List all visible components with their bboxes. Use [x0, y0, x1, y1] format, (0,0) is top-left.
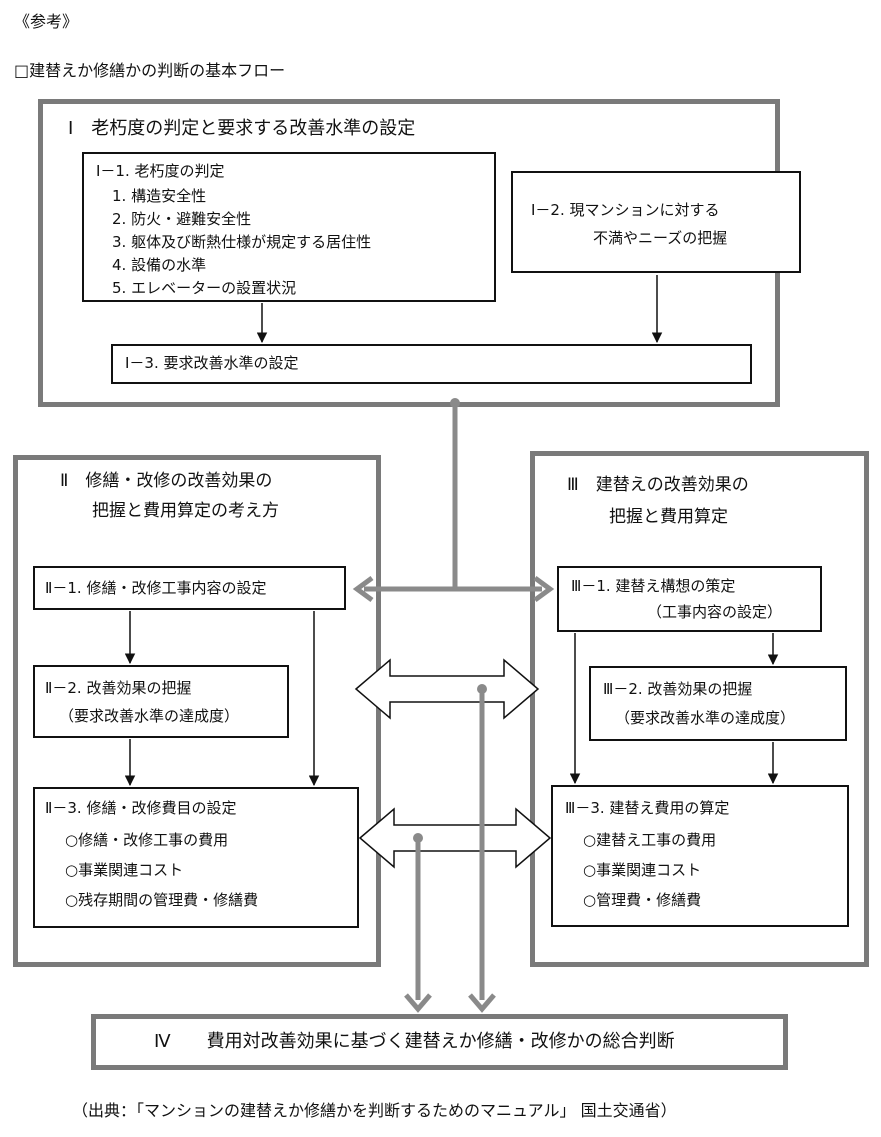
double-arrow-top-right-head	[533, 575, 555, 603]
box-2-3-item: ○修繕・改修工事の費用	[65, 831, 229, 849]
box-3-2-line1: Ⅲ－2. 改善効果の把握	[603, 680, 753, 698]
section-4-label: Ⅳ 費用対改善効果に基づく建替えか修繕・改修かの総合判断	[154, 1031, 675, 1052]
section-1-title: Ⅰ 老朽度の判定と要求する改善水準の設定	[68, 118, 416, 139]
box-1-2: Ⅰ－2. 現マンションに対する 不満やニーズの把握	[511, 171, 801, 273]
box-3-3: Ⅲ－3. 建替え費用の算定 ○建替え工事の費用 ○事業関連コスト ○管理費・修繕…	[551, 785, 849, 927]
box-1-1-title: Ⅰ－1. 老朽度の判定	[96, 162, 225, 180]
connector-3-head	[468, 993, 496, 1013]
section-2-frame	[13, 455, 381, 967]
box-3-1: Ⅲ－1. 建替え構想の策定 （工事内容の設定）	[557, 566, 822, 632]
section-3-title-line2: 把握と費用算定	[609, 507, 728, 527]
box-3-3-item: ○事業関連コスト	[583, 861, 702, 879]
box-2-3-item: ○事業関連コスト	[65, 861, 184, 879]
box-1-1-item: 2. 防火・避難安全性	[112, 210, 252, 228]
box-2-3-item: ○残存期間の管理費・修繕費	[65, 891, 259, 909]
section-2-title-line2: 把握と費用算定の考え方	[92, 501, 279, 521]
box-3-3-item: ○管理費・修繕費	[583, 891, 702, 909]
box-1-3-label: Ⅰ－3. 要求改善水準の設定	[125, 354, 299, 372]
box-1-3: Ⅰ－3. 要求改善水準の設定	[111, 344, 752, 384]
box-3-2: Ⅲ－2. 改善効果の把握 （要求改善水準の達成度）	[589, 666, 847, 741]
box-2-2: Ⅱ－2. 改善効果の把握 （要求改善水準の達成度）	[33, 665, 289, 738]
hollow-double-arrow-middle	[354, 658, 540, 720]
box-3-3-item: ○建替え工事の費用	[583, 831, 717, 849]
box-3-2-line2: （要求改善水準の達成度）	[615, 709, 796, 727]
source-citation: （出典：「マンションの建替えか修繕かを判断するためのマニュアル」 国土交通省）	[72, 1101, 677, 1120]
reference-label: 《参考》	[14, 12, 79, 31]
box-3-3-title: Ⅲ－3. 建替え費用の算定	[565, 799, 730, 817]
connector-3-dot	[477, 684, 487, 694]
box-2-3-title: Ⅱ－3. 修繕・改修費目の設定	[45, 799, 237, 817]
section-2-title-line1: Ⅱ 修繕・改修の改善効果の	[60, 471, 273, 491]
double-arrow-top-left-head	[352, 575, 374, 603]
box-1-1-item: 1. 構造安全性	[112, 187, 207, 205]
box-1-1-item: 4. 設備の水準	[112, 256, 207, 274]
box-1-1-item: 5. エレベーターの設置状況	[112, 279, 297, 297]
section-3-frame	[530, 451, 869, 967]
connector-dot	[450, 398, 460, 408]
box-2-1: Ⅱ－1. 修繕・改修工事内容の設定	[33, 566, 346, 610]
connector-2-dot	[413, 833, 423, 843]
connector-2-head	[404, 993, 432, 1013]
box-2-1-label: Ⅱ－1. 修繕・改修工事内容の設定	[45, 579, 267, 597]
box-3-1-line2: （工事内容の設定）	[647, 603, 783, 621]
box-1-2-line1: Ⅰ－2. 現マンションに対する	[531, 201, 720, 219]
box-2-2-line1: Ⅱ－2. 改善効果の把握	[45, 679, 192, 697]
box-1-2-line2: 不満やニーズの把握	[593, 229, 728, 247]
box-1-1-item: 3. 躯体及び断熱仕様が規定する居住性	[112, 233, 372, 251]
section-3-title-line1: Ⅲ 建替えの改善効果の	[567, 475, 749, 495]
box-2-3: Ⅱ－3. 修繕・改修費目の設定 ○修繕・改修工事の費用 ○事業関連コスト ○残存…	[33, 787, 359, 928]
box-2-2-line2: （要求改善水準の達成度）	[59, 707, 240, 725]
page-title: □建替えか修繕かの判断の基本フロー	[14, 61, 286, 80]
section-4-frame: Ⅳ 費用対改善効果に基づく建替えか修繕・改修かの総合判断	[91, 1014, 788, 1070]
box-1-1: Ⅰ－1. 老朽度の判定 1. 構造安全性 2. 防火・避難安全性 3. 躯体及び…	[82, 152, 496, 302]
hollow-double-arrow-lower	[358, 807, 552, 869]
box-3-1-line1: Ⅲ－1. 建替え構想の策定	[571, 577, 736, 595]
